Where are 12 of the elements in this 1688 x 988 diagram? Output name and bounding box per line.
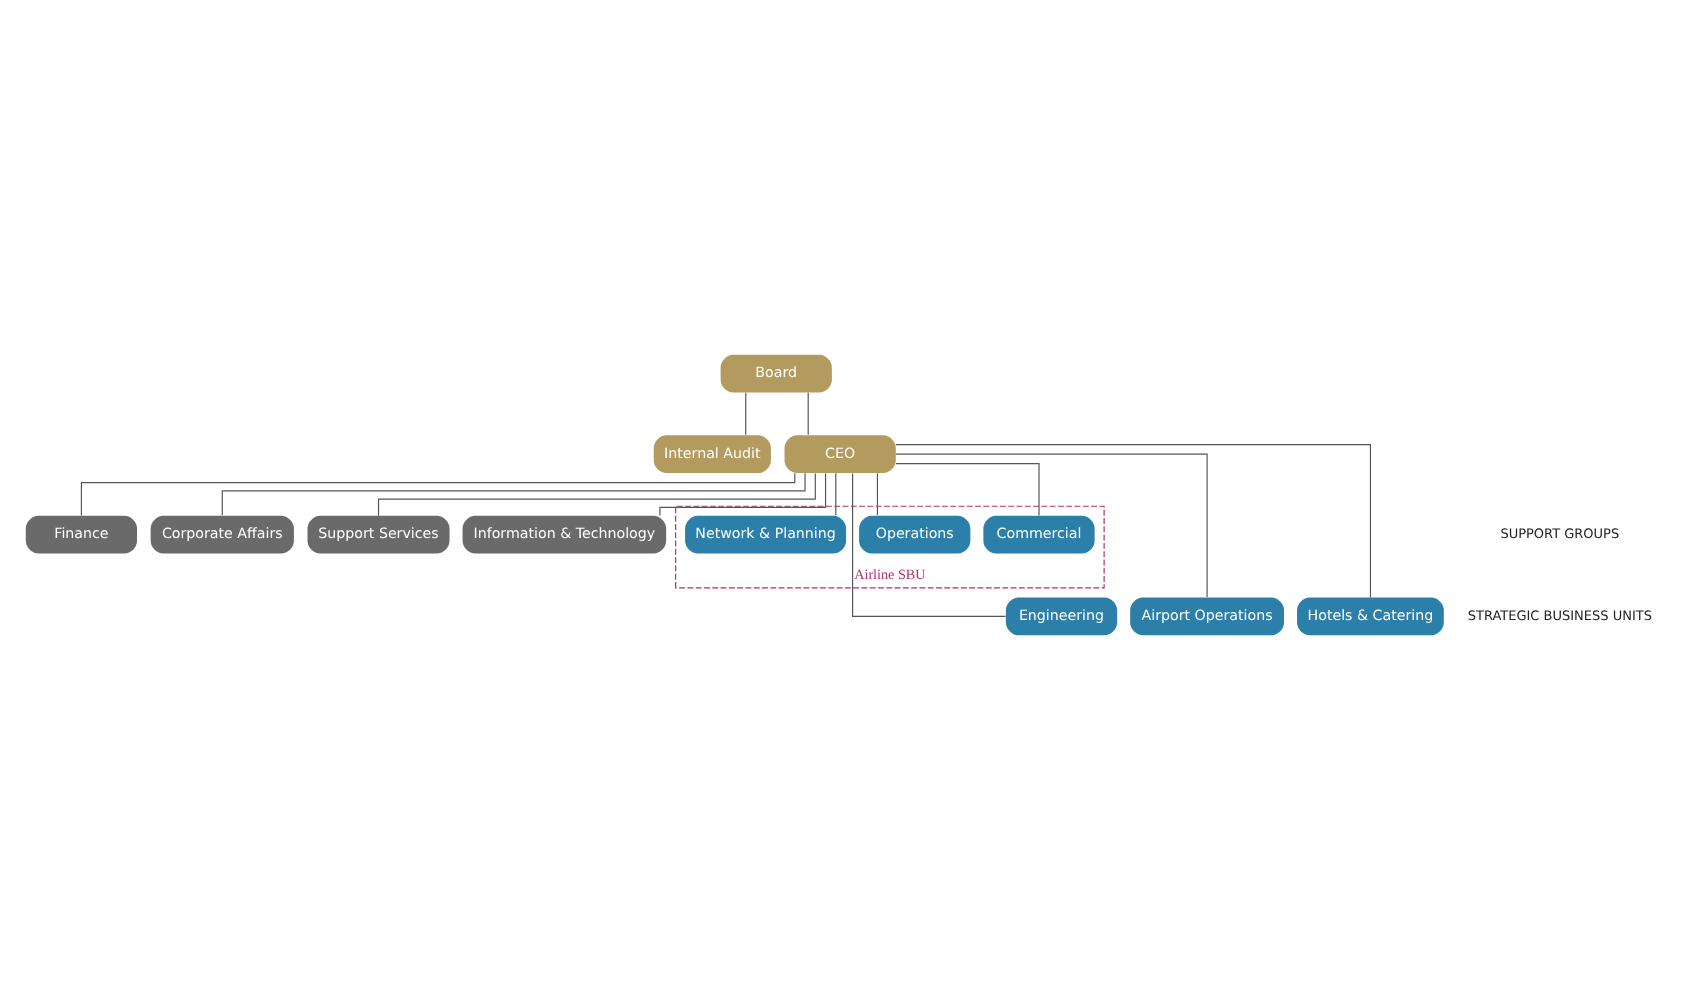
connector: [807, 391, 809, 435]
connector: [876, 471, 879, 515]
connector: [835, 471, 837, 515]
connector: [745, 391, 747, 435]
connector: [377, 471, 816, 516]
connector: [895, 462, 1040, 516]
connector: [80, 471, 796, 516]
connector: [895, 452, 1208, 597]
connector: [659, 471, 827, 516]
connector: [221, 471, 806, 515]
connector: [895, 443, 1372, 597]
connector: [852, 471, 1007, 616]
